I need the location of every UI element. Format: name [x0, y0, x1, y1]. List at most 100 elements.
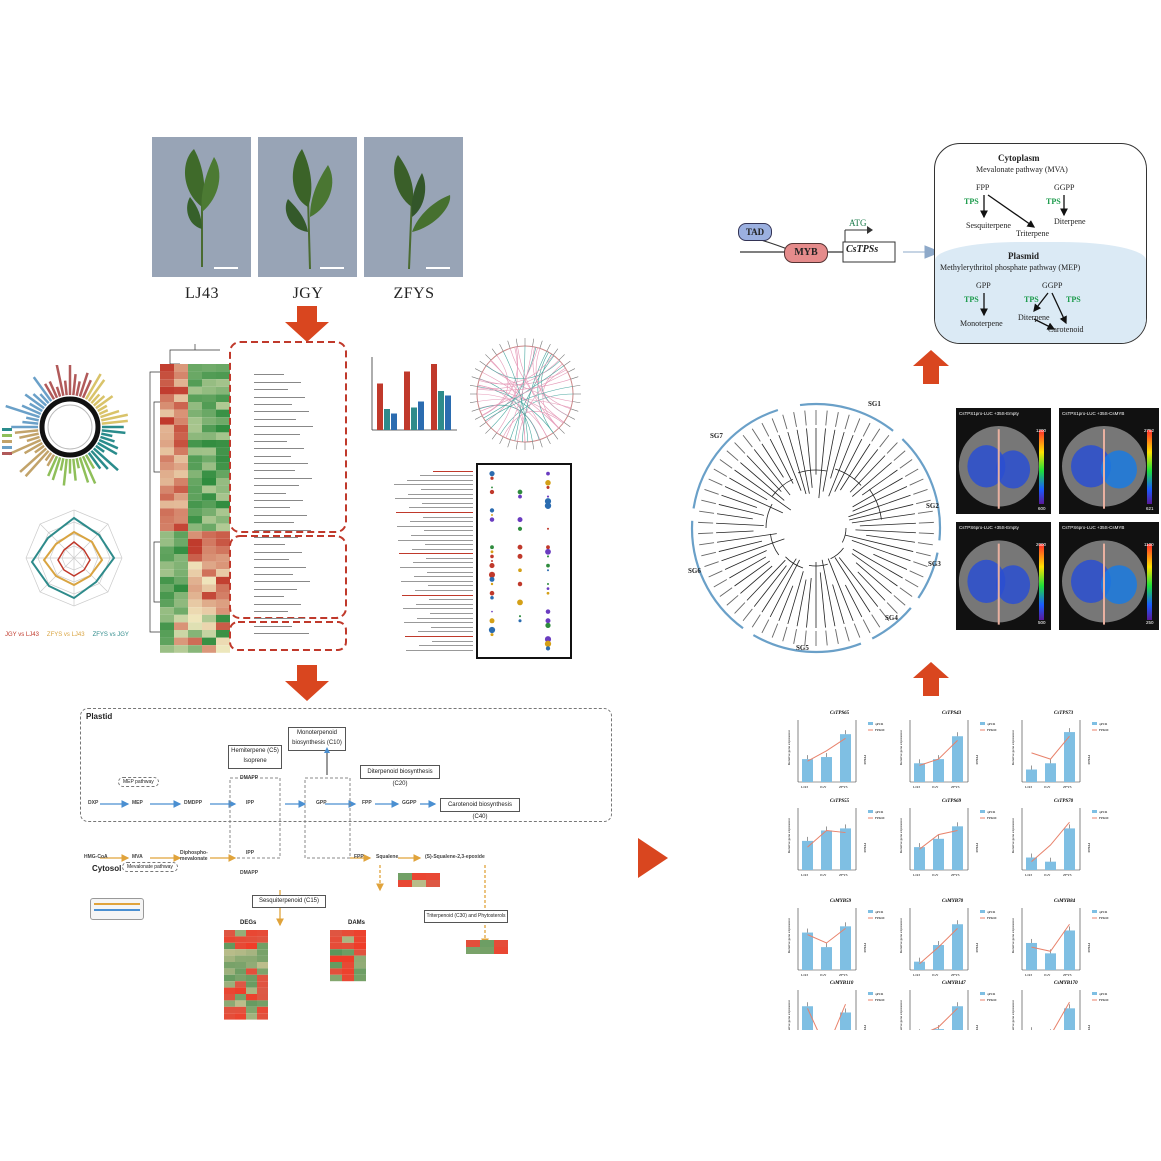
qpcr-bar — [821, 757, 832, 782]
heatmap-cell — [160, 440, 174, 448]
luc-min-2: 621 — [1146, 506, 1154, 511]
circular-bar — [59, 458, 65, 471]
qpcr-bar — [840, 828, 851, 870]
heatmap-cell — [202, 523, 216, 532]
heatmap-cell — [216, 554, 230, 562]
circos-tick — [532, 441, 535, 450]
qpcr-legend-label: qPCR — [987, 810, 996, 814]
tps-label-4: TPS — [1024, 295, 1039, 304]
qpcr-ylabel: Relative gene expression — [787, 1000, 791, 1030]
up-arrow-icon — [913, 662, 949, 696]
bar — [411, 407, 417, 430]
tree-leaf-label — [917, 542, 933, 546]
heatmap-cell — [354, 962, 366, 969]
qpcr-bar — [802, 840, 813, 870]
circos-link — [505, 346, 533, 439]
heatmap-cell — [188, 364, 202, 372]
row-label-line — [254, 603, 301, 605]
tree-leaf-label — [704, 488, 719, 495]
heatmap-cell — [160, 569, 174, 577]
tree-branch — [845, 534, 914, 552]
circular-bar — [101, 432, 113, 438]
tree-branch — [851, 513, 916, 524]
row-label-line — [254, 536, 298, 538]
heatmap-cell — [174, 554, 188, 562]
qpcr-legend-swatch — [868, 810, 873, 813]
tree-leaf-label — [793, 629, 797, 644]
circular-bar — [46, 454, 56, 467]
circos-link — [485, 386, 573, 422]
heatmap-cell — [216, 371, 230, 380]
heatmap-cell — [224, 1000, 235, 1007]
heatmap-cell — [188, 440, 202, 448]
tree-branch — [844, 584, 863, 618]
phylogenetic-tree — [690, 402, 942, 654]
row-label-line — [254, 500, 303, 502]
bubble — [546, 563, 550, 568]
luc-title-3: CsTPS6pro-LUC +35S-Empty — [959, 525, 1019, 530]
heatmap-cell — [174, 645, 188, 653]
row-label-line — [254, 633, 309, 635]
qpcr-x-tick: ZFYS — [1063, 973, 1072, 977]
node-squalene: Squalene — [376, 854, 399, 860]
node-fpp: FPP — [362, 800, 372, 806]
qpcr-title: CsTPS65 — [830, 711, 850, 716]
row-label-line — [254, 389, 288, 391]
heatmap-cell — [235, 1013, 246, 1020]
qpcr-x-tick: LJ43 — [801, 873, 808, 877]
heatmap-cell — [224, 1013, 235, 1020]
tree-branch — [851, 540, 911, 562]
tps-label-3: TPS — [964, 295, 979, 304]
heatmap-cell — [188, 584, 202, 592]
node-mva: MVA — [132, 854, 143, 860]
circos-link — [481, 354, 509, 416]
luc-signal — [1071, 445, 1111, 488]
tree-branch — [818, 428, 826, 499]
heatmap-cell — [354, 949, 366, 956]
qpcr-x-tick: LJ43 — [913, 785, 920, 789]
circular-bar — [51, 457, 62, 481]
heatmap-cell — [246, 942, 257, 950]
qpcr-fpkm-line — [807, 737, 846, 762]
heatmap-cell — [202, 386, 216, 395]
heatmap-cell — [216, 470, 230, 478]
photo-lj43 — [152, 137, 251, 277]
circos-tick — [552, 432, 559, 440]
heatmap-cell — [202, 554, 216, 562]
qpcr-title: CsTPS70 — [1054, 799, 1074, 804]
row-label-line — [254, 514, 307, 516]
heatmap-cell — [188, 432, 202, 440]
heatmap-cell — [216, 569, 230, 577]
bubble — [489, 576, 495, 582]
qpcr-fpkm-line — [1031, 923, 1070, 952]
tree-leaf-label — [844, 626, 850, 642]
bubble-label-line — [397, 525, 473, 527]
qpcr-x-tick: LJ43 — [1025, 973, 1032, 977]
bubble — [545, 548, 551, 555]
qpcr-ylabel: Relative gene expression — [787, 918, 791, 953]
tree-leaf-label — [886, 442, 898, 454]
qpcr-title: CsTPS43 — [942, 711, 962, 716]
heatmap-cell — [188, 485, 202, 494]
row-label-line — [254, 551, 302, 553]
monoterpenoid-box: Monoterpenoid biosynthesis (C10) — [288, 727, 346, 751]
heatmap-cell — [235, 968, 246, 975]
heatmap-cell — [188, 561, 202, 570]
node-dmapp: DMAPP — [240, 775, 259, 781]
radar-legend-3: ZFYS vs JGY — [92, 632, 129, 638]
heatmap-cell — [354, 968, 366, 975]
tree-group-arc — [690, 520, 744, 630]
qpcr-fpkm-line — [1031, 735, 1070, 760]
heatmap-cell — [216, 462, 230, 471]
heatmap-cell — [224, 936, 235, 943]
heatmap-cell — [342, 930, 354, 937]
tree-branch — [740, 462, 785, 501]
circos-link — [502, 411, 564, 437]
heatmap-cell — [188, 493, 202, 501]
bubble — [518, 615, 522, 618]
heatmap-cell — [342, 955, 354, 962]
circular-bar — [100, 409, 120, 419]
qpcr-bar — [952, 826, 963, 870]
bubble-label-line — [431, 626, 473, 628]
circular-bar — [97, 404, 108, 413]
